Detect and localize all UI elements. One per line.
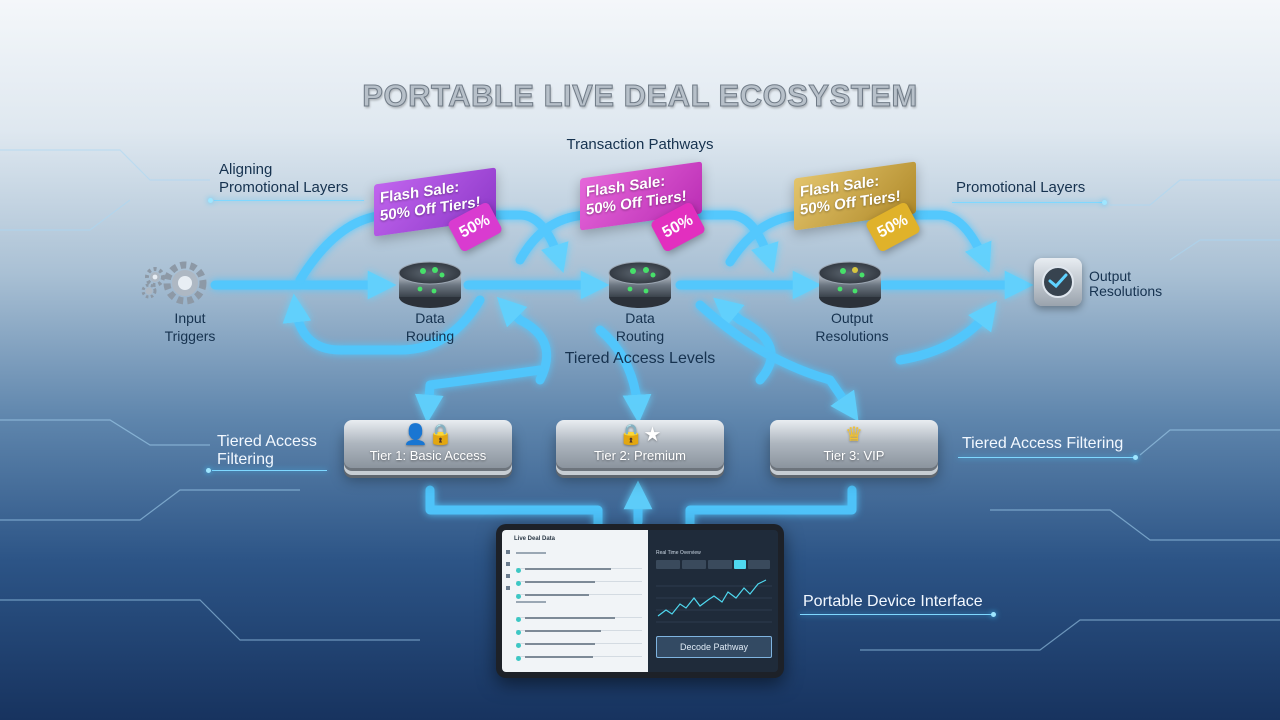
arrow-back-to-routing2 [713,297,776,385]
line-tier3-to-device [685,485,857,533]
portable-device-interface-label: Portable Device Interface [803,593,983,610]
device-sidebar [506,550,510,660]
tiered-access-filtering-right-label: Tiered Access Filtering [962,435,1124,452]
device-tab[interactable] [708,560,732,569]
lock-star-icon: 🔒★ [618,424,662,446]
tier-1-label: Tier 1: Basic Access [369,448,487,463]
data-routing-label-2: Data Routing [615,310,665,344]
device-header-right: Real Time Overview [656,550,701,556]
underline [212,470,327,471]
page-title: PORTABLE LIVE DEAL ECOSYSTEM [362,78,918,114]
tier-1-box: 👤🔒 Tier 1: Basic Access [344,420,512,468]
device-list [516,548,642,661]
check-icon [1042,266,1074,298]
output-check-box [1034,258,1082,306]
circuit-lines [0,149,1280,651]
output-resolutions-node-label: Output Resolutions [815,310,889,344]
underline [958,457,1134,458]
underline [952,202,1102,203]
router-node-3 [818,261,882,308]
aligning-promotional-layers-label: Aligning Promotional Layers [219,161,349,196]
portable-device: Live Deal Data [496,524,784,678]
arrow-up-to-output-end [895,300,997,365]
tier-2-label: Tier 2: Premium [594,448,686,463]
tiered-access-levels-label: Tiered Access Levels [564,350,716,367]
transaction-pathways-label: Transaction Pathways [566,136,714,153]
decode-pathway-button[interactable]: Decode Pathway [656,636,772,658]
data-routing-label-1: Data Routing [405,310,455,344]
tier-3-label: Tier 3: VIP [823,448,885,463]
output-resolutions-label: Output Resolutions [1089,268,1163,299]
device-right-panel: Real Time Overview Decode Pathway [648,530,778,672]
device-line-chart [656,579,772,623]
underline-dot [1133,455,1138,460]
device-screen: Live Deal Data [502,530,778,672]
tier-2-box: 🔒★ Tier 2: Premium [556,420,724,468]
device-tab[interactable] [682,560,706,569]
device-tab[interactable] [656,560,680,569]
underline [214,200,364,201]
device-header-left: Live Deal Data [514,536,556,542]
underline-dot [1102,200,1107,205]
underline-dot [208,198,213,203]
arrow-lower-loop-1 [282,293,485,355]
promotional-layers-label: Promotional Layers [956,179,1086,196]
input-triggers-label: Input Triggers [164,310,216,344]
tiered-access-filtering-left-label: Tiered Access Filtering [217,433,317,468]
flow-arrows [210,210,1034,533]
underline [800,614,992,615]
router-node-2 [608,261,672,308]
line-tier1-to-device [425,485,603,533]
router-node-1 [398,261,462,308]
arrow-to-tier2 [595,325,652,424]
device-tab[interactable] [748,560,770,569]
gear-icon [141,261,207,305]
user-lock-icon: 👤🔒 [403,424,453,446]
underline-dot [991,612,996,617]
crown-icon: ♛ [845,424,863,446]
device-left-panel: Live Deal Data [502,530,648,672]
arrow-to-tier1 [414,365,545,424]
arrow-to-tier3 [695,300,859,422]
device-tab-active[interactable] [734,560,746,569]
tier-3-box: ♛ Tier 3: VIP [770,420,938,468]
underline-dot [206,468,211,473]
